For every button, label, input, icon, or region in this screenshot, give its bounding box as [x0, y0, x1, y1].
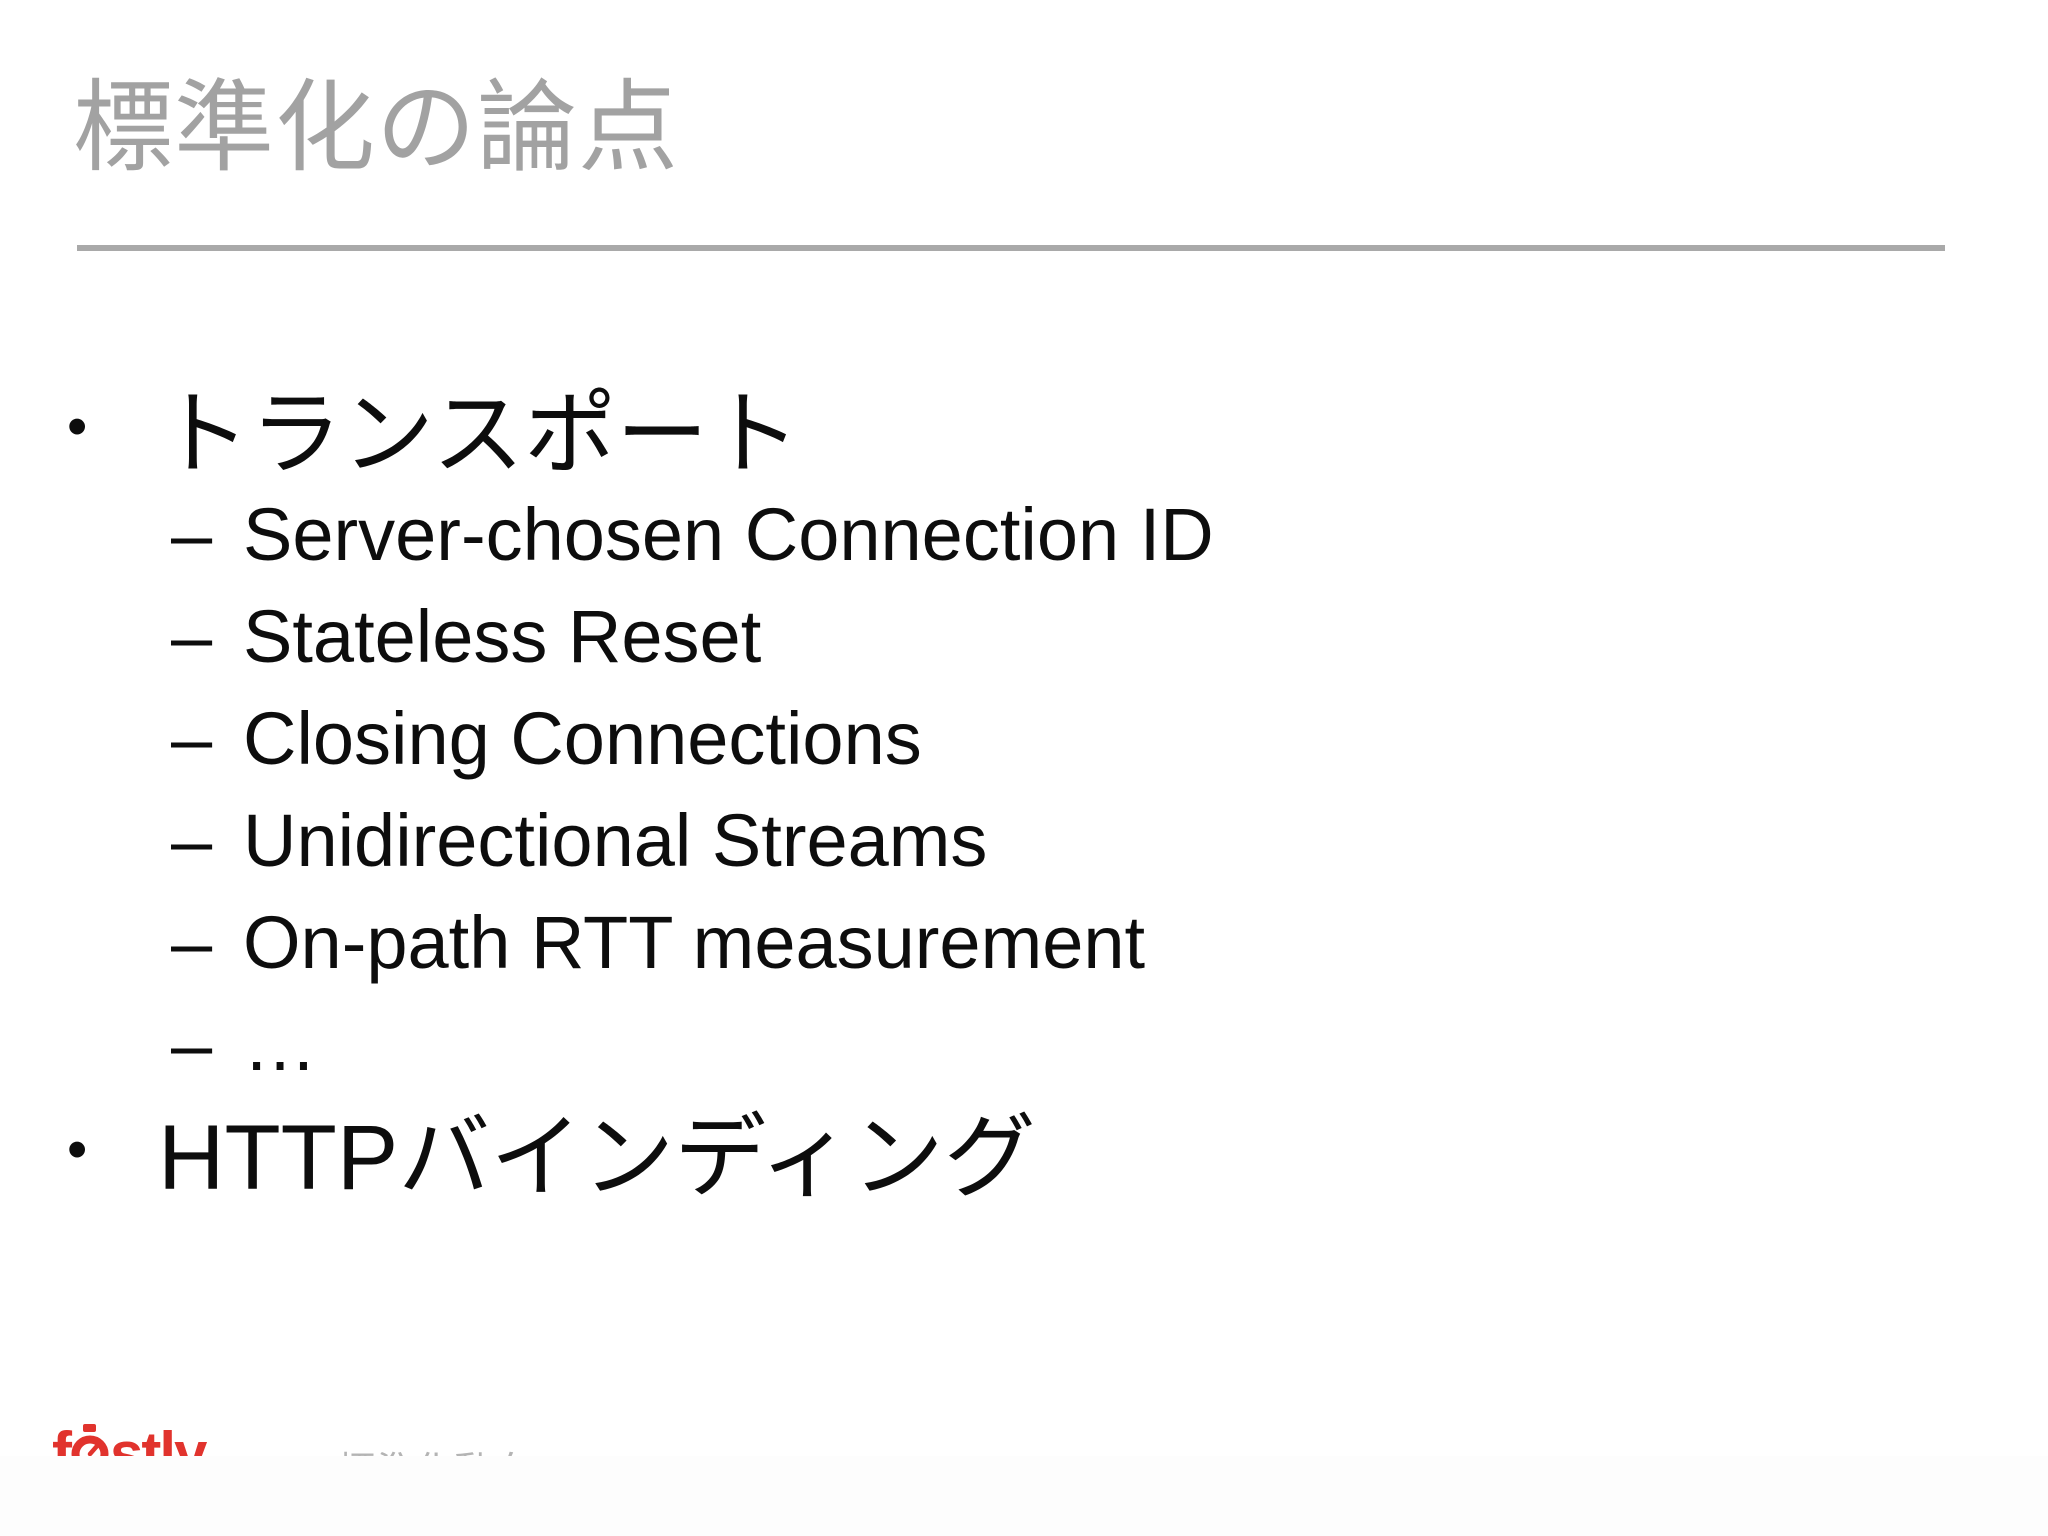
sub-bullet-item: – Server-chosen Connection ID — [171, 484, 1214, 586]
sub-bullet-item: – On-path RTT measurement — [171, 892, 1214, 994]
bullet-label: HTTPバインディング — [158, 1106, 1036, 1209]
dash-marker-icon: – — [171, 697, 213, 780]
dash-marker-icon: – — [171, 493, 213, 576]
page-title: 標準化の論点 — [73, 72, 679, 184]
bullet-label: トランスポート — [158, 383, 801, 486]
bottom-strip — [0, 1456, 2048, 1536]
sub-bullet-label: Closing Connections — [243, 697, 922, 780]
sub-bullet-label: … — [243, 1003, 317, 1086]
sub-bullet-item: – Unidirectional Streams — [171, 790, 1214, 892]
sub-bullet-item: – Closing Connections — [171, 688, 1214, 790]
bullet-dot-icon: • — [67, 1116, 88, 1182]
sub-bullet-item: – Stateless Reset — [171, 586, 1214, 688]
dash-marker-icon: – — [171, 799, 213, 882]
sub-bullet-item: – … — [171, 994, 1214, 1096]
dash-marker-icon: – — [171, 901, 213, 984]
dash-marker-icon: – — [171, 595, 213, 678]
sub-bullet-list: – Server-chosen Connection ID – Stateles… — [171, 484, 1214, 1096]
sub-bullet-label: Unidirectional Streams — [243, 799, 988, 882]
title-divider — [77, 245, 1945, 251]
bullet-item-transport: • トランスポート — [67, 373, 800, 486]
bullet-dot-icon: • — [67, 393, 88, 459]
sub-bullet-label: On-path RTT measurement — [243, 901, 1146, 984]
sub-bullet-label: Server-chosen Connection ID — [243, 493, 1214, 576]
dash-marker-icon: – — [171, 1003, 213, 1086]
bullet-item-http-binding: • HTTPバインディング — [67, 1096, 1036, 1209]
sub-bullet-label: Stateless Reset — [243, 595, 762, 678]
